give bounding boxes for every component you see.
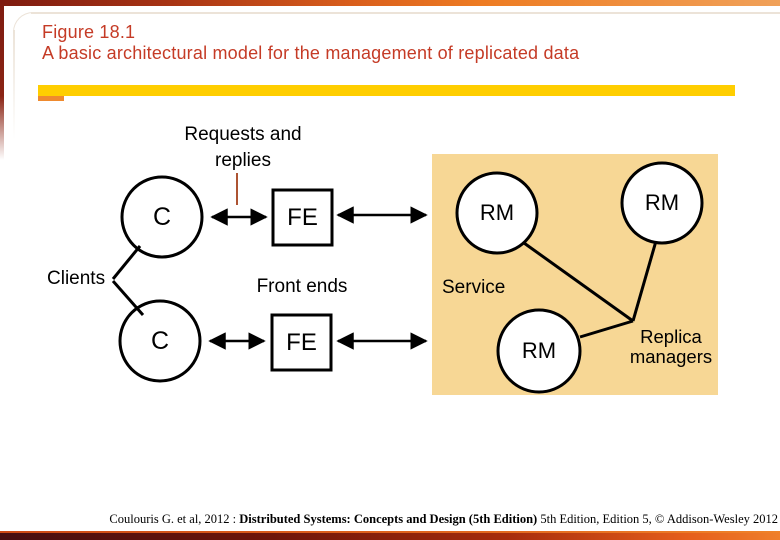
junction-rm3-line [579,319,634,339]
requests-label-line1: Requests and [184,124,302,145]
bottom-accent-bar [0,533,780,540]
replica-label-line2: managers [629,345,713,367]
client-node-2 [118,299,202,383]
figure-caption: A basic architectural model for the mana… [42,43,580,63]
citation-book-title: Distributed Systems: Concepts and Design… [239,512,538,526]
replica-manager-node-2-label: RM [644,190,680,215]
requests-replies-label: Requests and replies [163,122,323,174]
figure-number: Figure 18.1 [42,22,136,42]
citation-prefix: Coulouris G. et al, 2012 : [109,512,240,526]
replica-label-line1: Replica [640,326,702,347]
replica-manager-node-3-label: RM [521,338,557,363]
front-end-node-2 [270,313,333,372]
service-label: Service [442,277,506,298]
front-end-node-1-label: FE [287,203,318,231]
replica-managers-label: Replica managers [618,327,724,366]
client-node-1 [120,175,204,259]
front-ends-label: Front ends [256,276,348,297]
clients-pointer-lower [111,280,145,316]
rm2-rm-junction-line [631,240,658,322]
rm1-rm-junction-line [523,241,634,323]
client-node-1-label: C [152,202,172,231]
title-underline-bar [38,85,735,96]
clients-label: Clients [47,268,106,289]
card-top-edge [31,12,780,14]
top-accent-bar [0,0,780,6]
front-end-node-1 [271,188,334,247]
replica-manager-node-1-label: RM [479,200,515,225]
citation-suffix: 5th Edition, Edition 5, © Addison-Wesley… [537,512,778,526]
citation: Coulouris G. et al, 2012 : Distributed S… [109,512,778,527]
requests-label-line2: replies [215,150,271,171]
left-accent-strip [0,0,4,160]
replica-manager-node-2 [620,161,704,245]
card-left-edge [13,30,15,140]
front-end-node-2-label: FE [286,328,317,356]
clients-pointer-upper [111,245,142,280]
slide-title: Figure 18.1 A basic architectural model … [42,22,579,64]
replica-manager-node-3 [496,308,582,394]
client-node-2-label: C [150,326,170,355]
bottom-accent-line [0,531,780,533]
title-underline-tab [38,94,64,101]
replica-manager-node-1 [455,171,539,255]
